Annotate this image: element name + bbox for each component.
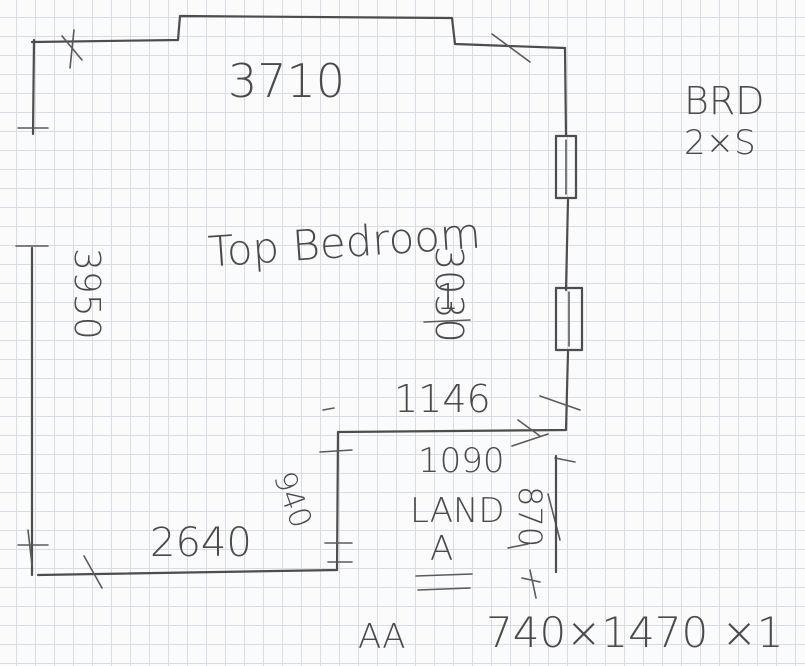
wall-left	[30, 38, 36, 577]
dim-inner-top-label: 1146	[394, 377, 491, 421]
window-lower	[554, 286, 584, 352]
margin-note-line1: BRD	[684, 79, 765, 123]
landing-side-dim: 870	[511, 486, 549, 548]
landing-width: 1090	[418, 441, 505, 481]
margin-note-line2: 2×S	[684, 123, 756, 163]
room-number: 1	[436, 277, 459, 318]
landing-label: LAND	[410, 491, 505, 531]
dim-top-label: 3710	[228, 54, 346, 108]
note-bottom-right: 740×1470 ×1	[486, 608, 784, 657]
wall-outline	[30, 14, 570, 577]
landing-letter-underline	[415, 573, 473, 591]
note-bottom-left: AA	[358, 617, 406, 657]
dim-right-label: 3030	[427, 246, 471, 343]
landing-letter: A	[430, 529, 454, 569]
room-number-underline	[423, 319, 471, 323]
window-upper	[554, 134, 578, 200]
dim-bottom-label: 2640	[150, 520, 252, 566]
dim-left-label: 3950	[66, 248, 107, 340]
dimension-ticks	[15, 29, 581, 599]
